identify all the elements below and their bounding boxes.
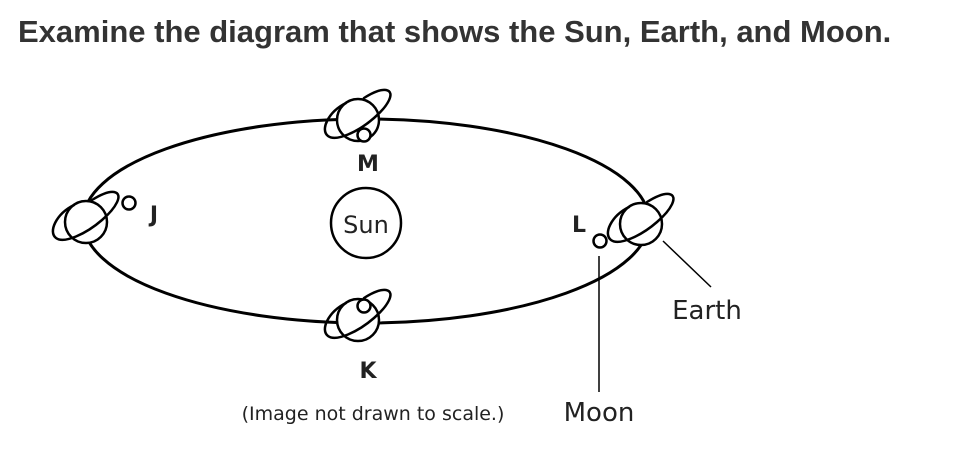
question-title: Examine the diagram that shows the Sun, … <box>18 14 892 49</box>
position-label-m: M <box>357 152 379 177</box>
moon-at-j <box>121 195 137 211</box>
moon-at-k <box>356 298 372 314</box>
scale-note: (Image not drawn to scale.) <box>242 403 505 425</box>
sun-label: Sun <box>343 211 389 239</box>
earth-position-k: K <box>323 288 392 384</box>
moon-callout-label: Moon <box>564 398 635 428</box>
moon-at-m <box>356 127 372 143</box>
earth-position-j: J <box>51 190 158 245</box>
sun: Sun <box>329 186 403 260</box>
position-label-l: L <box>572 213 586 238</box>
moon-at-l <box>592 233 608 249</box>
earth-position-m: M <box>323 88 392 177</box>
position-label-j: J <box>148 203 158 228</box>
earth-position-l: L <box>572 192 675 249</box>
position-label-k: K <box>359 359 377 384</box>
earth-callout-label: Earth <box>672 296 742 326</box>
earth-callout-line <box>662 240 712 288</box>
